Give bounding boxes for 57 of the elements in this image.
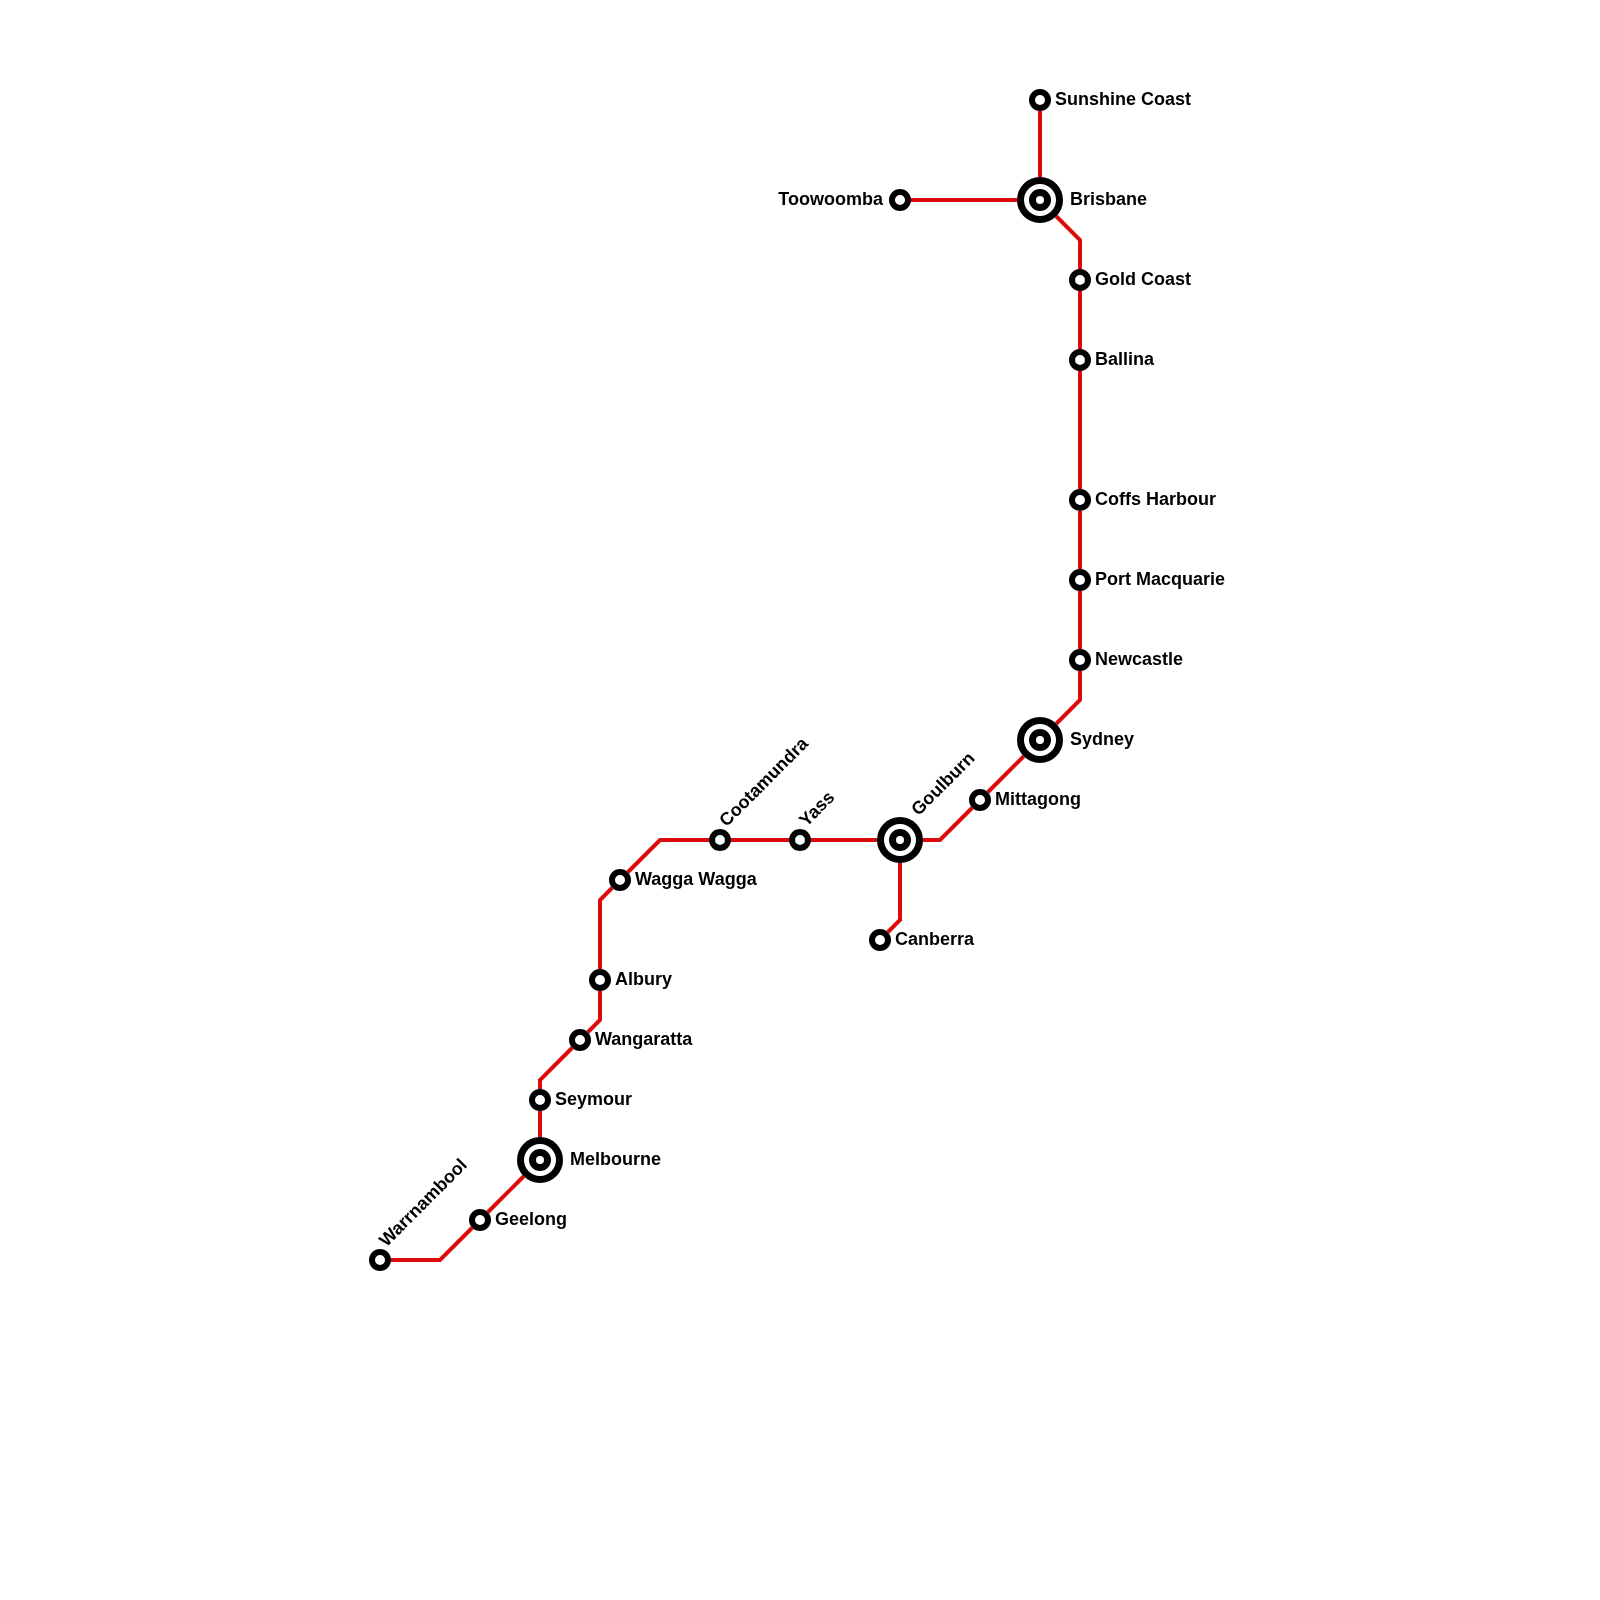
- station-name: Seymour: [555, 1088, 633, 1110]
- rail-line: [1078, 511, 1082, 569]
- interchange-marker: [1017, 717, 1063, 763]
- rail-line: [811, 838, 877, 842]
- station-marker: [709, 829, 731, 851]
- station-marker: [529, 1089, 551, 1111]
- rail-line: [1078, 591, 1082, 649]
- rail-line: [1054, 214, 1082, 269]
- station-name: Geelong: [495, 1208, 567, 1230]
- station-name: Brisbane: [1070, 188, 1148, 210]
- rail-line: [986, 754, 1026, 794]
- station-name: Canberra: [895, 928, 975, 950]
- station-name: Ballina: [1095, 348, 1155, 370]
- station-name: Newcastle: [1095, 648, 1184, 670]
- rail-line: [731, 838, 789, 842]
- station-marker: [789, 829, 811, 851]
- station-marker: [889, 189, 911, 211]
- station-name: Mittagong: [995, 788, 1081, 810]
- interchange-marker: [877, 817, 923, 863]
- station-name: Wagga Wagga: [635, 868, 757, 890]
- station-marker: [1069, 649, 1091, 671]
- station-marker: [609, 869, 631, 891]
- rail-line: [923, 806, 974, 842]
- station-name: Gold Coast: [1095, 268, 1191, 290]
- station-name: Melbourne: [570, 1148, 661, 1170]
- rail-line: [538, 1046, 574, 1089]
- station-marker: [1069, 569, 1091, 591]
- station-marker: [589, 969, 611, 991]
- station-name: Coffs Harbour: [1095, 488, 1216, 510]
- rail-line: [586, 991, 602, 1034]
- station-name: Port Macquarie: [1095, 568, 1226, 590]
- rail-line: [391, 1226, 474, 1262]
- station-marker: [1069, 349, 1091, 371]
- station-name: Wangaratta: [595, 1028, 693, 1050]
- rail-line: [486, 1174, 526, 1214]
- station-name: Sydney: [1070, 728, 1135, 750]
- rail-line: [538, 1111, 542, 1137]
- interchange-marker: [1017, 177, 1063, 223]
- station-marker: [469, 1209, 491, 1231]
- station-name: Sunshine Coast: [1055, 88, 1192, 110]
- station-marker: [569, 1029, 591, 1051]
- station-name: Toowoomba: [778, 188, 883, 210]
- station-marker: [1069, 489, 1091, 511]
- station-marker: [1069, 269, 1091, 291]
- rail-line: [598, 886, 614, 969]
- rail-line: [1078, 291, 1082, 349]
- station-marker: [1029, 89, 1051, 111]
- rail-line: [626, 838, 709, 874]
- rail-line: [911, 198, 1017, 202]
- rail-line: [1054, 671, 1082, 726]
- interchange-marker: [517, 1137, 563, 1183]
- station-marker: [369, 1249, 391, 1271]
- rail-line: [1038, 111, 1042, 177]
- station-marker: [869, 929, 891, 951]
- rail-line: [1078, 371, 1082, 489]
- rail-line: [886, 863, 902, 934]
- station-name: Albury: [615, 968, 672, 990]
